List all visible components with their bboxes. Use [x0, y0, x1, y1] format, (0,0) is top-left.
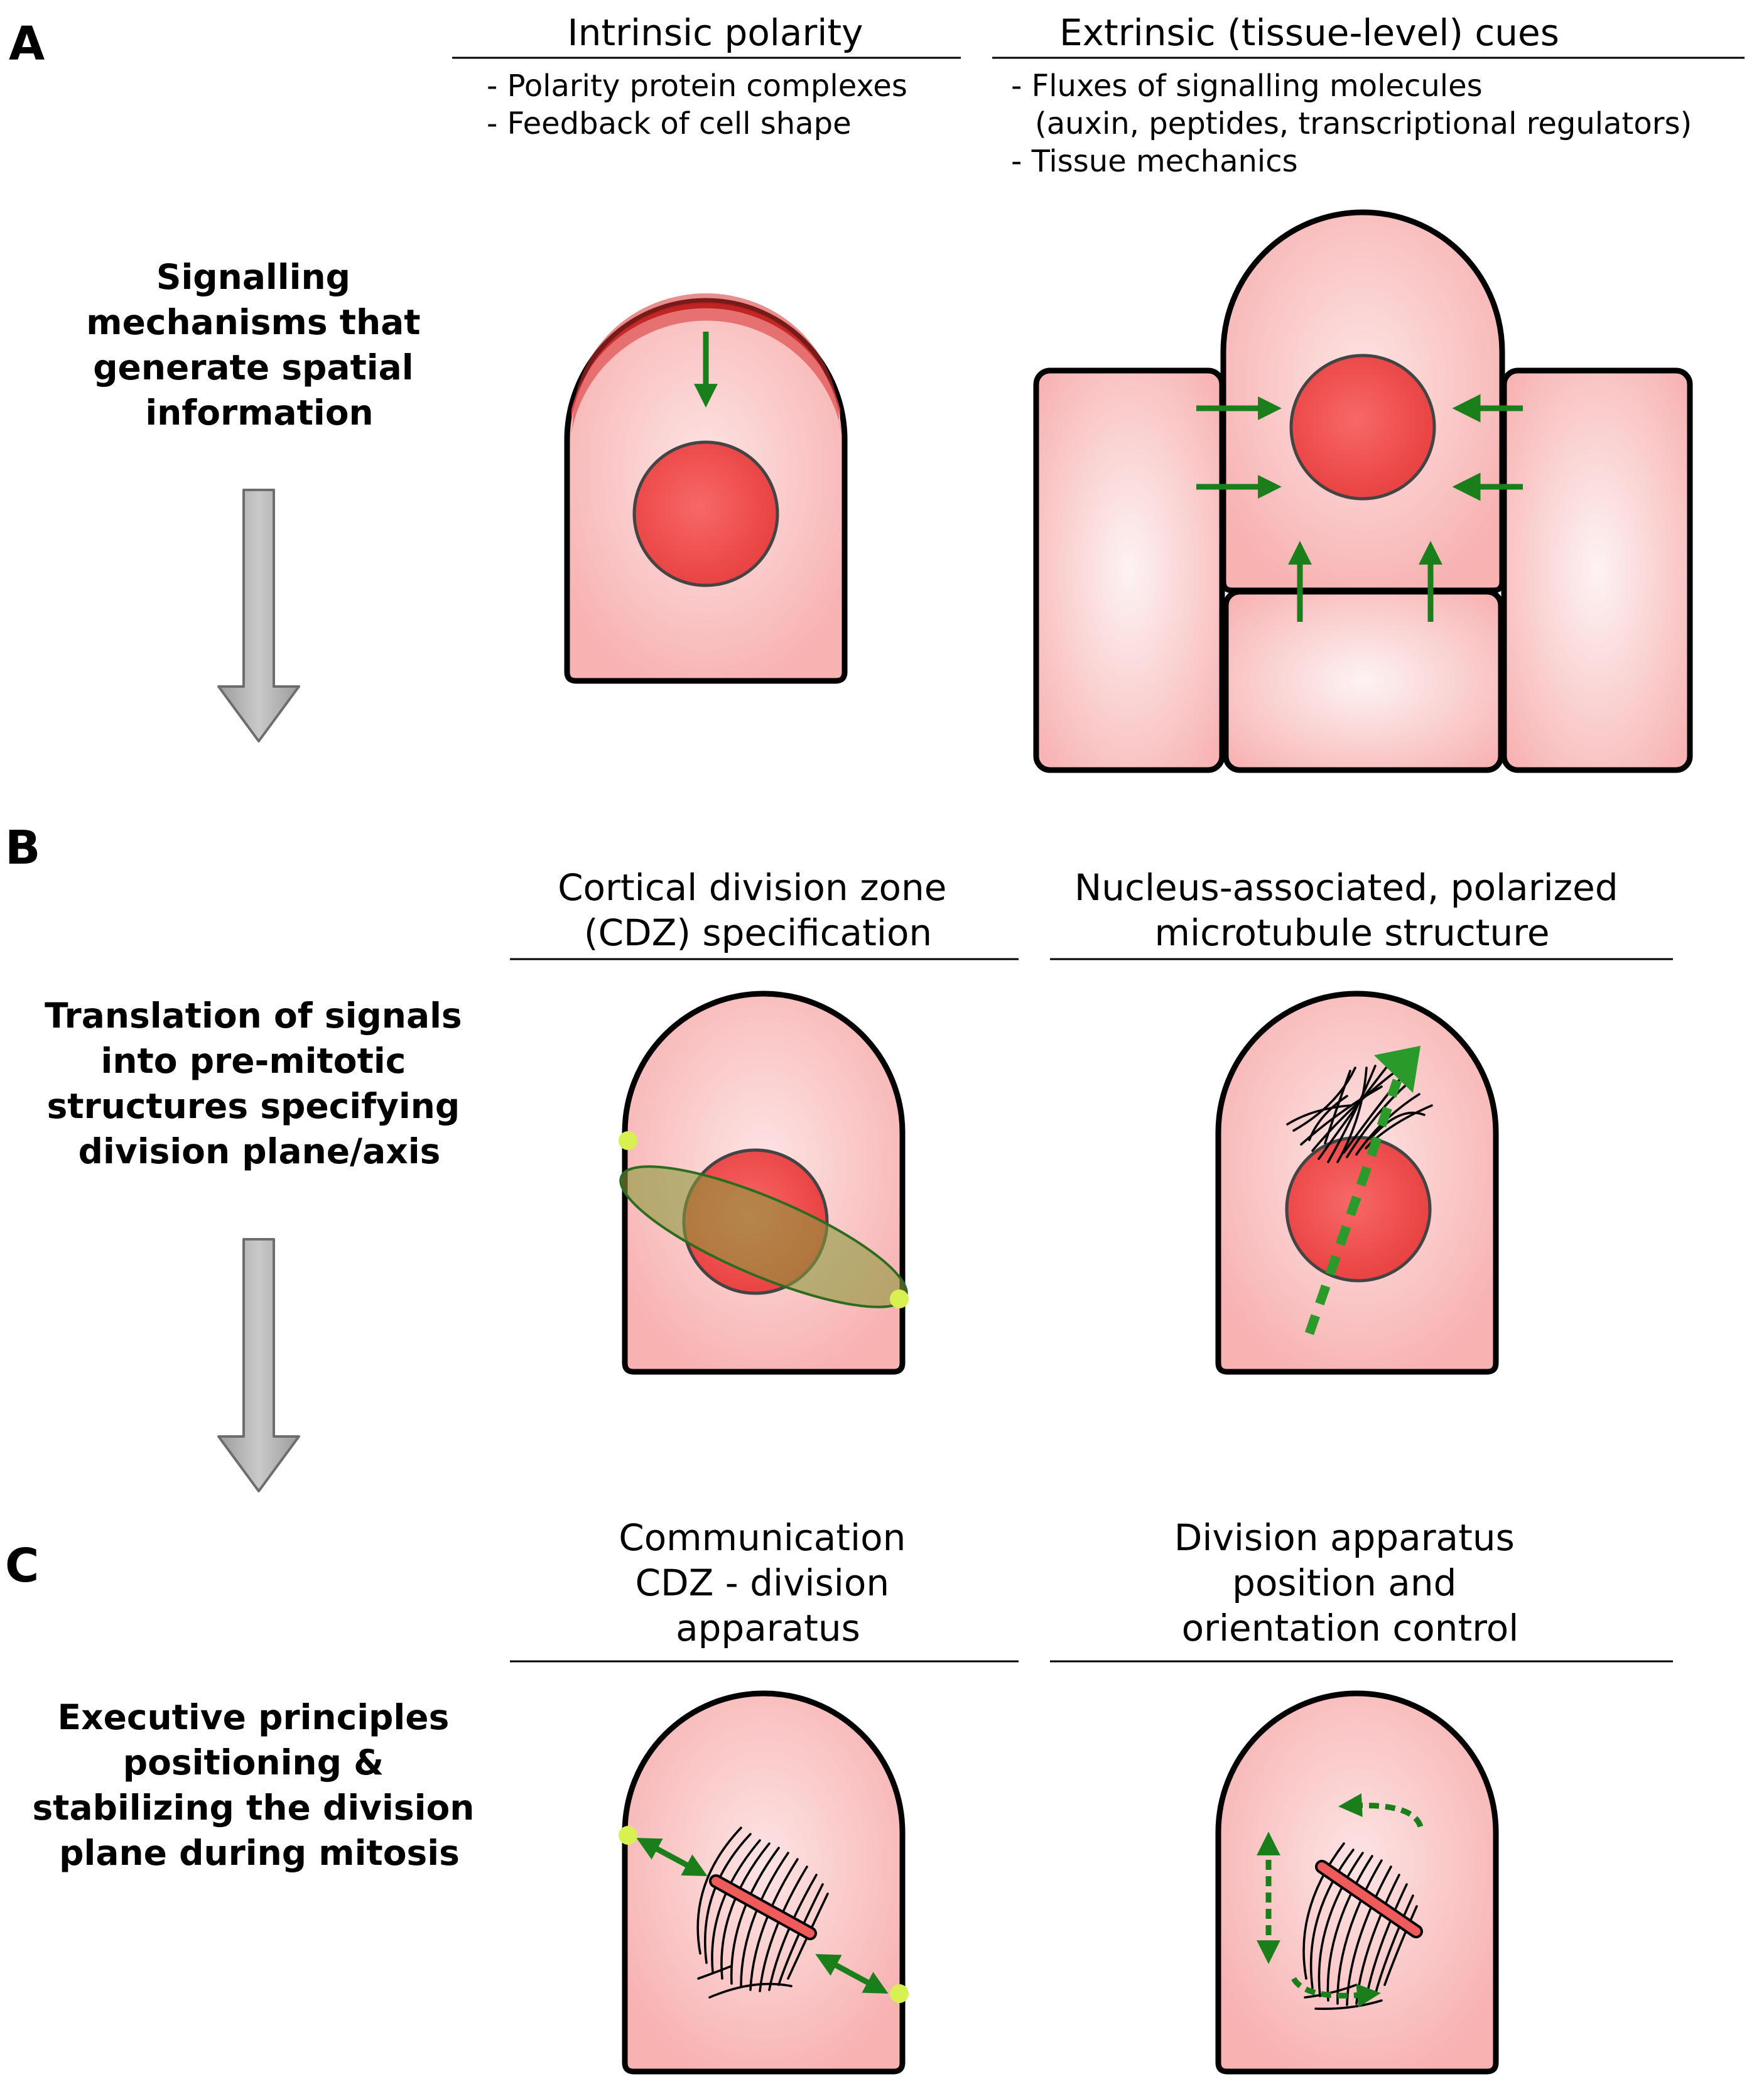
- panel-letter-a: A: [9, 17, 45, 71]
- neighbour-cell-right: [1501, 367, 1693, 773]
- neighbour-cell-below: [1223, 589, 1504, 773]
- panel-a-side-label: Signalling mechanisms that generate spat…: [86, 257, 432, 433]
- panel-c-side-label: Executive principles positioning & stabi…: [32, 1697, 486, 1873]
- rotation-arrow-icon: [1338, 1793, 1424, 1828]
- spindle-microtubules: [696, 1827, 829, 1999]
- communication-arrow-icon: [636, 1838, 708, 1876]
- panel-b-side-label: Translation of signals into pre-mitotic …: [45, 996, 474, 1171]
- neighbour-cell-left: [1033, 367, 1225, 773]
- panel-c: C Executive principles positioning & sta…: [5, 1516, 1673, 2075]
- orientation-control-cell: [1215, 1690, 1499, 2075]
- intrinsic-polarity-cell: [564, 293, 848, 684]
- panel-b: B Translation of signals into pre-mitoti…: [5, 821, 1673, 1492]
- communication-cell: [619, 1690, 909, 2075]
- flow-arrow-down-icon: [217, 1238, 300, 1492]
- nucleus: [1285, 1136, 1432, 1283]
- nucleus: [632, 440, 779, 587]
- cdz-cell: [619, 991, 909, 1375]
- communication-arrow-icon: [815, 1953, 889, 1994]
- heading-intrinsic-polarity: Intrinsic polarity: [568, 11, 863, 54]
- nucleus: [1289, 354, 1436, 501]
- heading-microtubule-structure: Nucleus-associated, polarized microtubul…: [1074, 866, 1630, 954]
- polarized-microtubule-cell: [1215, 991, 1499, 1375]
- intrinsic-bullets: - Polarity protein complexes - Feedback …: [487, 68, 917, 141]
- cdz-marker: [890, 1984, 909, 2003]
- cdz-marker: [619, 1826, 637, 1845]
- phragmoplast-cell-plate: [712, 1877, 814, 1938]
- flow-arrow-down-icon: [217, 489, 300, 742]
- panel-a: A Signalling mechanisms that generate sp…: [9, 11, 1745, 773]
- spindle-microtubules: [1302, 1842, 1418, 2011]
- polarity-cap-outer: [570, 293, 843, 440]
- cell-wall: [622, 1690, 906, 2075]
- heading-cdz-specification: Cortical division zone (CDZ) specificati…: [558, 866, 958, 954]
- cdz-marker: [619, 1131, 637, 1150]
- polarity-axis-arrowhead-icon: [1374, 1046, 1420, 1093]
- heading-apparatus-control: Division apparatus position and orientat…: [1174, 1516, 1527, 1649]
- panel-letter-b: B: [5, 821, 40, 875]
- polarity-axis-dashed: [1304, 1078, 1402, 1335]
- heading-cdz-communication: Communication CDZ - division apparatus: [619, 1516, 917, 1649]
- extrinsic-bullets: - Fluxes of signalling molecules (auxin,…: [1011, 68, 1701, 179]
- panel-letter-c: C: [5, 1539, 39, 1593]
- microtubule-array: [1286, 1060, 1433, 1163]
- phragmoplast-cell-plate: [1318, 1862, 1420, 1936]
- extrinsic-tissue: [1033, 209, 1693, 773]
- rotation-arrow-icon: [1291, 1977, 1381, 2007]
- heading-extrinsic-cues: Extrinsic (tissue-level) cues: [1059, 11, 1559, 54]
- cdz-marker: [890, 1290, 909, 1308]
